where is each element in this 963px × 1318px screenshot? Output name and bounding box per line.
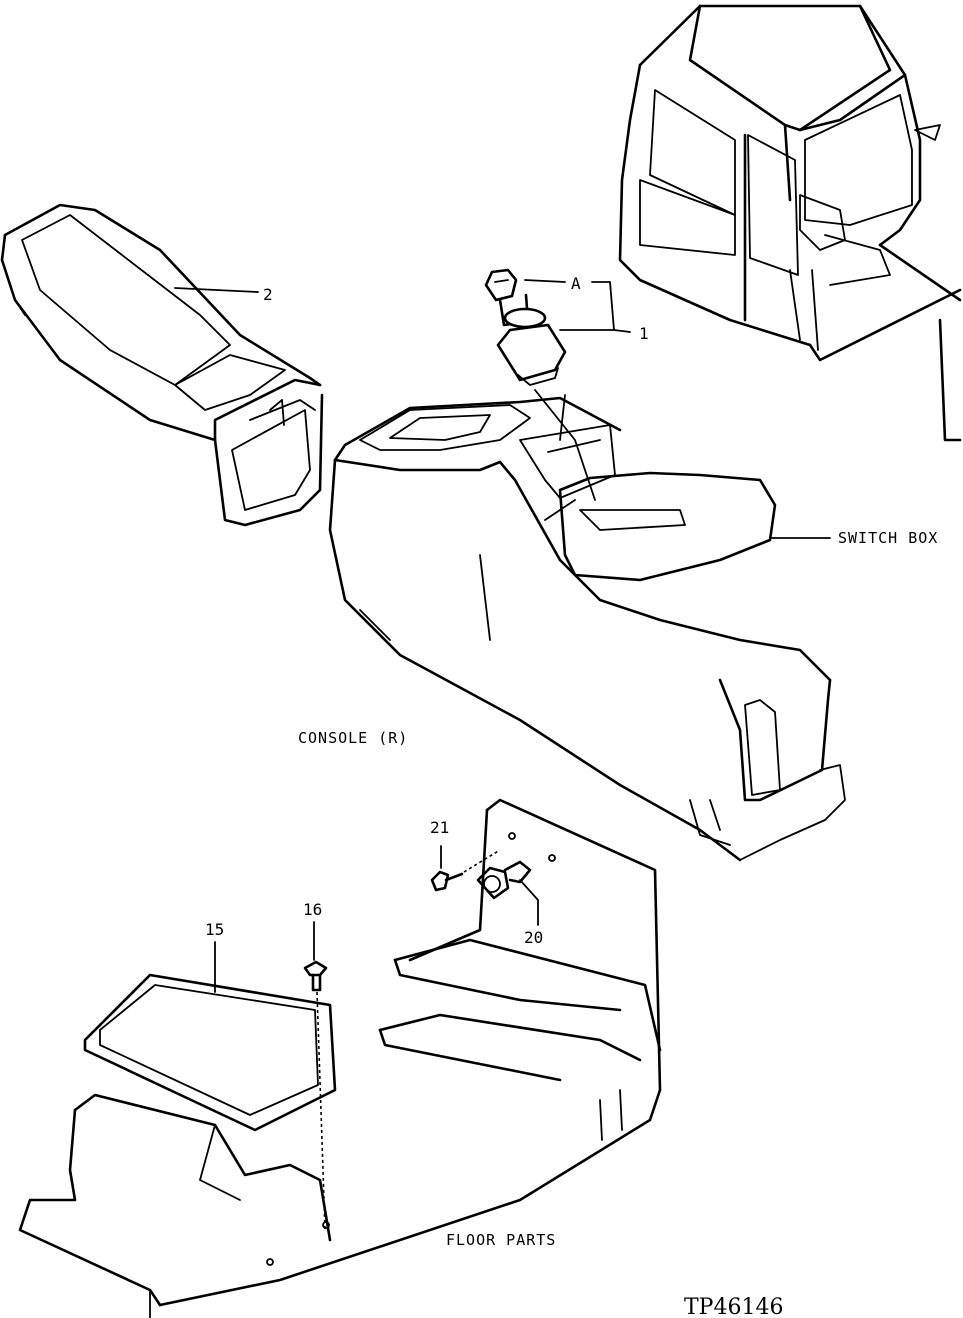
armrest-cover-illustration [0, 203, 324, 527]
label-part-20: 20 [524, 928, 543, 947]
label-part-a: A [571, 274, 581, 293]
label-switch-box: SWITCH BOX [838, 529, 938, 547]
leader-lines [174, 279, 831, 993]
label-part-2: 2 [263, 285, 273, 304]
floor-parts-illustration [18, 798, 662, 1318]
label-part-1: 1 [639, 324, 649, 343]
label-part-15: 15 [205, 920, 224, 939]
label-part-21: 21 [430, 818, 449, 837]
cab-illustration [618, 4, 962, 442]
key-switch-illustration [484, 268, 567, 386]
figure-reference-number: TP46146 [684, 1295, 783, 1318]
label-part-16: 16 [303, 900, 322, 919]
label-console-r: CONSOLE (R) [298, 729, 408, 747]
label-floor-parts: FLOOR PARTS [446, 1231, 556, 1249]
console-illustration [328, 394, 846, 862]
